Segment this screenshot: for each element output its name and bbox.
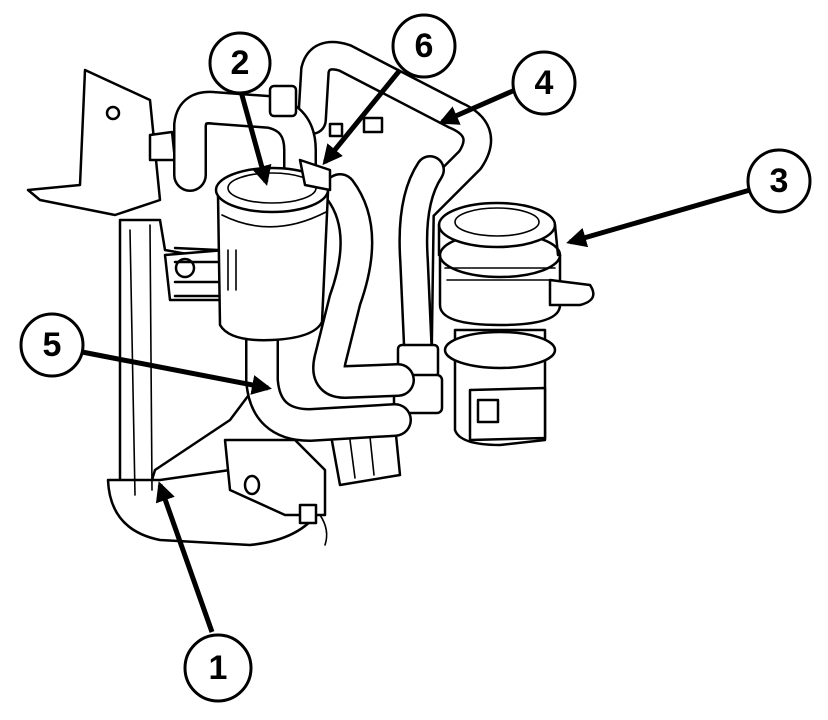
callout-1: 1 bbox=[183, 633, 253, 703]
filter-canister bbox=[173, 158, 332, 342]
callout-label-4: 4 bbox=[535, 64, 554, 102]
callout-label-2: 2 bbox=[231, 44, 250, 82]
air-filter-assembly bbox=[437, 201, 595, 447]
leader-4 bbox=[438, 87, 517, 125]
leader-1 bbox=[155, 481, 215, 633]
callout-3: 3 bbox=[746, 148, 812, 214]
callout-label-3: 3 bbox=[770, 162, 789, 200]
leader-6 bbox=[322, 68, 402, 166]
callout-label-1: 1 bbox=[209, 649, 228, 687]
callout-2: 2 bbox=[208, 31, 272, 95]
elbow-hose bbox=[173, 90, 317, 202]
callout-6: 6 bbox=[391, 13, 457, 79]
callout-4: 4 bbox=[511, 50, 577, 116]
leader-3 bbox=[566, 187, 751, 248]
callout-label-6: 6 bbox=[415, 27, 434, 65]
top-fittings bbox=[268, 84, 384, 138]
callout-5: 5 bbox=[19, 312, 85, 378]
leader-2 bbox=[237, 87, 272, 186]
callout-label-5: 5 bbox=[43, 326, 62, 364]
leader-5 bbox=[81, 349, 272, 395]
